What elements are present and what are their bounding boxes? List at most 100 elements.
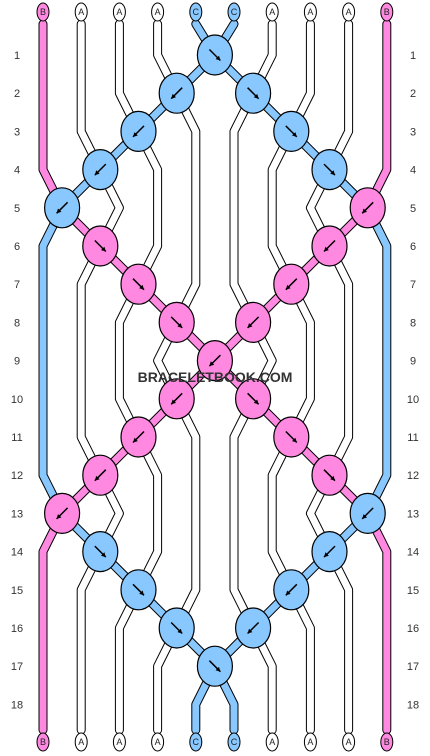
arrow-down-right-icon bbox=[330, 475, 335, 481]
row-number-left: 10 bbox=[11, 394, 23, 406]
knot[interactable] bbox=[311, 149, 348, 191]
knot[interactable] bbox=[349, 492, 386, 535]
strand-label-badge bbox=[36, 732, 50, 752]
row-number-right: 7 bbox=[410, 279, 416, 291]
strand-label-badge bbox=[227, 2, 241, 22]
knot[interactable] bbox=[158, 607, 195, 649]
strand-label: A bbox=[307, 7, 313, 17]
strand-label-badge bbox=[303, 2, 317, 22]
row-number-left: 11 bbox=[11, 432, 22, 444]
row-number-right: 11 bbox=[407, 432, 418, 444]
knot[interactable] bbox=[120, 263, 157, 305]
arrow-down-right-icon bbox=[292, 437, 297, 443]
strand-label: B bbox=[384, 7, 390, 17]
knot[interactable] bbox=[196, 34, 233, 76]
strand-label: C bbox=[193, 7, 200, 17]
row-number-left: 1 bbox=[14, 50, 20, 62]
strand-label-badge bbox=[112, 2, 126, 22]
strand-label: C bbox=[231, 737, 238, 747]
strand-label-badge bbox=[380, 732, 394, 752]
knot[interactable] bbox=[120, 569, 157, 611]
knot[interactable] bbox=[43, 187, 81, 229]
knot[interactable] bbox=[235, 607, 272, 649]
arrow-down-right-icon bbox=[101, 246, 106, 252]
knot[interactable] bbox=[158, 378, 195, 420]
arrow-down-left-icon bbox=[362, 208, 367, 214]
knot[interactable] bbox=[196, 645, 233, 687]
arrow-down-right-icon bbox=[253, 93, 259, 99]
arrow-down-left-icon bbox=[362, 514, 367, 519]
arrow-down-left-icon bbox=[56, 514, 62, 519]
arrow-down-left-icon bbox=[94, 475, 100, 481]
knot[interactable] bbox=[273, 263, 310, 305]
knot[interactable] bbox=[82, 454, 119, 496]
knot[interactable] bbox=[120, 416, 157, 458]
knot[interactable] bbox=[196, 340, 233, 382]
strand-outline bbox=[305, 19, 354, 735]
strand-label-badge bbox=[112, 732, 126, 752]
knot[interactable] bbox=[82, 149, 119, 191]
strand-label: C bbox=[231, 7, 238, 17]
strand-label: A bbox=[307, 737, 313, 747]
row-number-right: 8 bbox=[410, 317, 416, 329]
knot[interactable] bbox=[158, 301, 195, 343]
row-number-left: 12 bbox=[11, 470, 23, 482]
strand-label-badge bbox=[151, 2, 165, 22]
knot[interactable] bbox=[158, 72, 195, 114]
strand-label: A bbox=[269, 737, 275, 747]
knot[interactable] bbox=[311, 225, 348, 267]
arrow-down-right-icon bbox=[215, 55, 221, 61]
row-number-right: 4 bbox=[410, 165, 416, 177]
knot[interactable] bbox=[82, 225, 119, 267]
arrow-down-right-icon bbox=[292, 132, 297, 137]
row-number-right: 17 bbox=[407, 661, 419, 673]
arrow-down-left-icon bbox=[133, 132, 138, 137]
arrow-down-right-icon bbox=[101, 552, 106, 558]
row-number-left: 2 bbox=[14, 88, 20, 100]
arrow-down-left-icon bbox=[56, 208, 62, 214]
knot[interactable] bbox=[311, 530, 348, 573]
strand-outline bbox=[76, 19, 124, 735]
knot[interactable] bbox=[120, 110, 157, 152]
knot[interactable] bbox=[82, 530, 119, 573]
strand-label: A bbox=[346, 7, 352, 17]
row-number-right: 16 bbox=[407, 623, 419, 635]
knots-layer bbox=[43, 34, 386, 687]
row-number-left: 3 bbox=[14, 126, 20, 138]
arrow-down-left-icon bbox=[171, 399, 176, 405]
arrow-down-left-icon bbox=[94, 170, 100, 176]
strand-label: A bbox=[155, 737, 161, 747]
arrow-down-right-icon bbox=[139, 284, 144, 290]
strand-8 bbox=[306, 20, 353, 734]
strand-label: C bbox=[193, 737, 200, 747]
strand-label-badge bbox=[151, 732, 165, 752]
row-number-right: 15 bbox=[407, 585, 419, 597]
knot[interactable] bbox=[311, 454, 348, 496]
knot[interactable] bbox=[235, 378, 272, 420]
row-number-right: 18 bbox=[407, 699, 419, 711]
row-number-left: 13 bbox=[11, 508, 23, 520]
strand-9 bbox=[39, 20, 391, 734]
knot[interactable] bbox=[273, 416, 310, 458]
knot[interactable] bbox=[235, 72, 272, 114]
row-number-right: 9 bbox=[410, 356, 416, 368]
row-number-left: 17 bbox=[11, 661, 23, 673]
arrow-down-right-icon bbox=[215, 666, 221, 672]
row-number-right: 3 bbox=[410, 126, 416, 138]
knot[interactable] bbox=[273, 110, 310, 152]
knot[interactable] bbox=[349, 187, 386, 229]
strand-1 bbox=[77, 20, 123, 734]
row-number-left: 15 bbox=[11, 585, 23, 597]
row-number-left: 18 bbox=[11, 699, 23, 711]
knot[interactable] bbox=[235, 301, 272, 343]
arrow-down-right-icon bbox=[177, 628, 183, 634]
knot[interactable] bbox=[43, 492, 81, 535]
row-number-left: 14 bbox=[11, 547, 23, 559]
knot[interactable] bbox=[273, 569, 310, 611]
strand-label: A bbox=[78, 737, 84, 747]
strand-label-badge bbox=[74, 732, 88, 752]
strand-0 bbox=[39, 20, 391, 734]
